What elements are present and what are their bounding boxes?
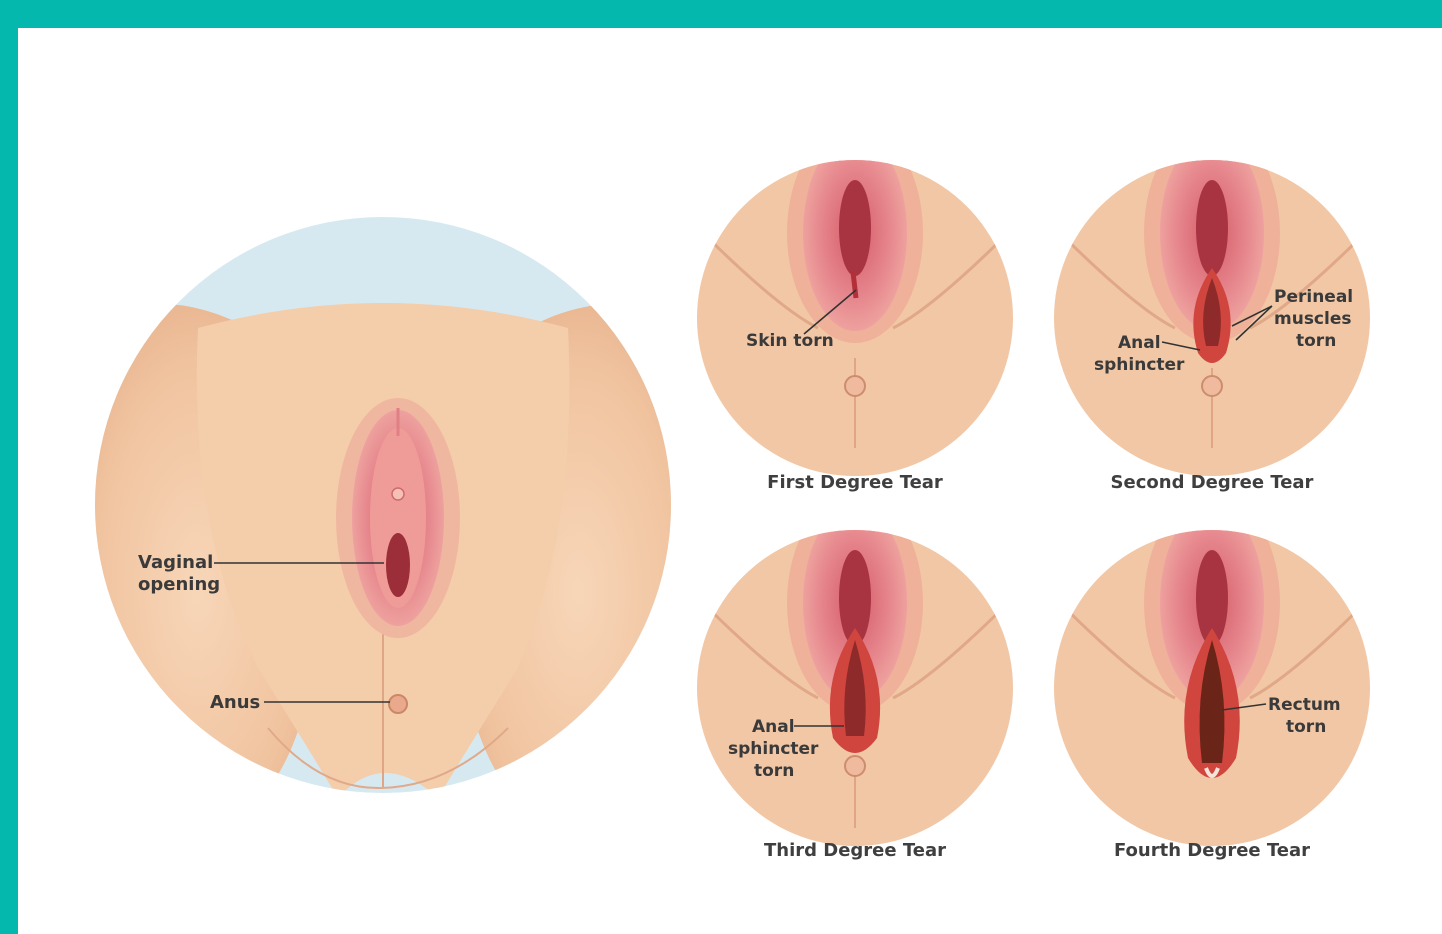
main-anatomy-illustration: Vaginal opening Anus: [78, 208, 698, 828]
third-degree-illustration: Anal sphincter torn: [688, 493, 1028, 858]
first-degree-illustration: Skin torn: [688, 123, 1028, 488]
label-rectum-torn-line2: torn: [1286, 717, 1326, 737]
second-degree-illustration: Perineal muscles torn Anal sphincter: [1045, 123, 1385, 488]
caption-fourth-degree: Fourth Degree Tear: [1114, 840, 1310, 861]
caption-third-degree: Third Degree Tear: [764, 840, 946, 861]
label-anal-sphincter-2-line2: sphincter: [1094, 355, 1185, 375]
caption-first-degree: First Degree Tear: [767, 472, 943, 493]
label-anal-sphincter-3-line1: Anal: [752, 717, 795, 737]
label-rectum-torn-line1: Rectum: [1268, 695, 1341, 715]
label-anus: Anus: [210, 692, 260, 713]
caption-second-degree: Second Degree Tear: [1111, 472, 1314, 493]
label-vaginal-opening-line2: opening: [138, 574, 220, 595]
label-anal-sphincter-3-line2: sphincter: [728, 739, 819, 759]
label-vaginal-opening-line1: Vaginal: [138, 552, 213, 573]
label-anal-sphincter-3-line3: torn: [754, 761, 794, 781]
perineal-tear-diagram: Vaginal opening Anus Skin torn First Deg…: [18, 28, 1442, 934]
svg-text:Vaginal opening: Vaginal opening: [138, 552, 220, 595]
label-skin-torn: Skin torn: [746, 331, 834, 351]
fourth-degree-illustration: Rectum torn: [1045, 493, 1385, 858]
label-anal-sphincter-2-line1: Anal: [1118, 333, 1161, 353]
label-perineal-line1: Perineal: [1274, 287, 1353, 307]
figure-panel: Vaginal opening Anus Skin torn First Deg…: [18, 28, 1442, 934]
label-perineal-line3: torn: [1296, 331, 1336, 351]
label-perineal-line2: muscles: [1274, 309, 1352, 329]
